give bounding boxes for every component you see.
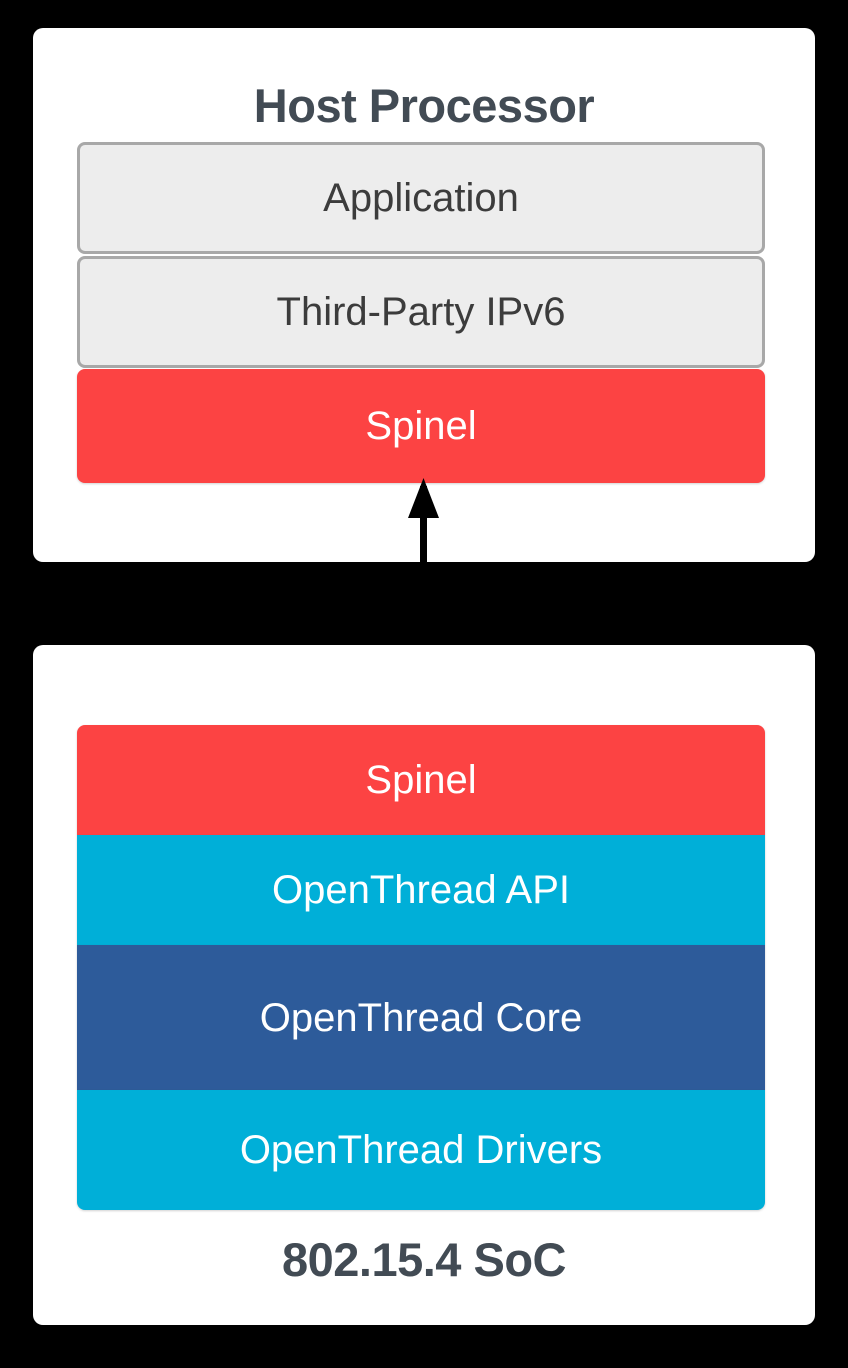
layer-openthread-drivers: OpenThread Drivers [77, 1090, 765, 1210]
layer-openthread-api-label: OpenThread API [272, 868, 570, 912]
soc-title: 802.15.4 SoC [281, 1233, 567, 1286]
host-layer-stack: Application Third-Party IPv6 Spinel [77, 142, 765, 483]
layer-third-party-ipv6: Third-Party IPv6 [77, 256, 765, 368]
soc-card: Spinel OpenThread API OpenThread Core Op… [33, 645, 815, 1325]
layer-host-spinel-label: Spinel [365, 404, 477, 448]
layer-openthread-core-label: OpenThread Core [259, 995, 583, 1040]
layer-third-party-ipv6-label: Third-Party IPv6 [276, 290, 566, 334]
layer-openthread-drivers-label: OpenThread Drivers [239, 1128, 603, 1172]
layer-host-spinel: Spinel [77, 369, 765, 483]
layer-application-label: Application [323, 176, 519, 220]
layer-application: Application [77, 142, 765, 254]
layer-openthread-api: OpenThread API [77, 835, 765, 945]
layer-openthread-core: OpenThread Core [77, 945, 765, 1090]
soc-layer-stack: Spinel OpenThread API OpenThread Core Op… [77, 725, 765, 1210]
host-processor-title: Host Processor [253, 79, 595, 132]
layer-soc-spinel-label: Spinel [365, 758, 477, 802]
layer-soc-spinel: Spinel [77, 725, 765, 835]
host-processor-card: Host Processor Application Third-Party I… [33, 28, 815, 562]
